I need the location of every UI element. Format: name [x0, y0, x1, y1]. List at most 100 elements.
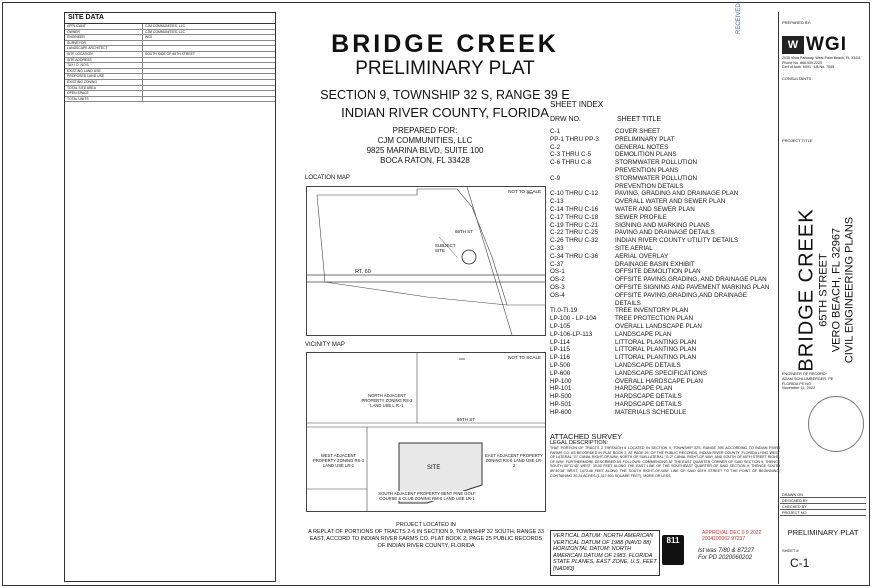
- sheet-index-drawing-no: OS-2: [550, 276, 565, 284]
- sheet-index-drawing-no: C-2: [550, 143, 561, 151]
- sheet-index-title: WATER AND SEWER PLAN: [615, 205, 695, 213]
- sheet-index-drawing-no: C-3 THRU C-5: [550, 151, 592, 159]
- sheet-index-drawing-no: LP-116: [550, 354, 570, 362]
- sheet-index-drawing-no: HP-600: [550, 408, 572, 416]
- sheet-index-drawing-no: C-22 THRU C-25: [550, 229, 599, 237]
- sheet-index-drawing-no: LP-115: [550, 346, 570, 354]
- sheet-index-title: COVER SHEET: [615, 128, 661, 135]
- engineer-name: ADAM SCHLUMBERGER, PE: [782, 376, 834, 381]
- vertical-city: VERO BEACH, FL 32967: [830, 227, 843, 353]
- sheet-index-title: TREE INVENTORY PLAN: [615, 307, 689, 315]
- site-data-key: OWNER: [65, 29, 143, 35]
- site-data-value: [143, 46, 275, 51]
- sheet-index-title: GENERAL NOTES: [615, 143, 669, 151]
- site-data-row: SURVEYOR: [65, 40, 275, 47]
- sheet-index-row: HP-100 OVERALL HARDSCAPE PLAN: [550, 378, 780, 386]
- engineer-label: ENGINEER OF RECORD:: [782, 372, 827, 376]
- sheet-index-row: C-2 GENERAL NOTES: [550, 144, 780, 152]
- sheet-index-title: OFFSITE PAVING,GRADING, AND DRAINAGE PLA…: [615, 276, 767, 284]
- project-location-label: PROJECT LOCATED IN: [396, 522, 456, 528]
- site-data-key: LANDSCAPE ARCHITECT: [65, 46, 143, 51]
- horizontal-datum: HORIZONTAL DATUM: NORTH AMERICAN DATUM O…: [553, 546, 657, 572]
- sheet-index-title: SITE AERIAL: [615, 244, 653, 252]
- approval-date: APPROVAL DEC 0 9 2022: [702, 530, 762, 536]
- sheet-index-drawing-no: LP-114: [550, 338, 570, 346]
- site-data-row: OPEN SPACE: [65, 91, 275, 97]
- site-data-value: [143, 97, 275, 102]
- vicinity-not-to-scale: NOT TO SCALE: [508, 355, 541, 360]
- sheet-index-drawing-no: C-17 THRU C-18: [550, 213, 599, 221]
- sheet-number-label: SHEET #: [782, 548, 799, 553]
- site-data-value: [143, 80, 275, 85]
- sheet-index-drawing-no: HP-100: [550, 377, 572, 385]
- sheet-index-row: C-17 THRU C-18 SEWER PROFILE: [550, 214, 780, 222]
- south-adjacent-label: SOUTH ADJACENT PROPERTY BENT PINE GOLF C…: [377, 491, 477, 501]
- sheet-index-title: LITTORAL PLANTING PLAN: [615, 346, 697, 354]
- handwritten-line1: Ist was 7/80 & 87227: [698, 548, 755, 554]
- sheet-index-title: AERIAL OVERLAY: [615, 252, 669, 260]
- title-block: BRIDGE CREEK PRELIMINARY PLAT SECTION 9,…: [300, 30, 590, 121]
- sheet-index-title: OVERALL HARDSCAPE PLAN: [615, 377, 703, 385]
- project-location: PROJECT LOCATED IN A REPLAT OF PORTIONS …: [306, 522, 546, 550]
- sheet-index-row: HP-500 HARDSCAPE DETAILS: [550, 393, 780, 401]
- site-data-row: TOTAL UNITS: [65, 96, 275, 103]
- engineer-seal: [808, 396, 864, 452]
- received-stamp: RECEIVED: [736, 3, 742, 34]
- site-data-value: WGI: [145, 35, 152, 40]
- site-data-value: SOUTH SIDE OF 65TH STREET: [145, 51, 195, 56]
- sheet-index-row: HP-501 HARDSCAPE DETAILS: [550, 401, 780, 409]
- sheet-index-title: HARDSCAPE DETAILS: [615, 393, 682, 401]
- site-data-key: SITE ADDRESS: [65, 57, 143, 63]
- sheet-index-drawing-no: HP-500: [550, 393, 572, 401]
- site-data-value: [143, 69, 275, 74]
- site-data-row: EXISTING LAND USE: [65, 68, 275, 75]
- sheet-index-row: LP-115 LITTORAL PLANTING PLAN: [550, 346, 780, 354]
- sheet-index-drawing-no: LP-106-LP-113: [550, 330, 593, 338]
- firm-license: Cert of Auth. 6091 · LB No. 7055: [782, 65, 835, 70]
- prepared-for-address1: 9825 MARINA BLVD, SUITE 100: [366, 146, 484, 155]
- sheet-index-title: SEWER PROFILE: [615, 213, 667, 221]
- site-data-key: TOTAL UNITS: [65, 96, 143, 102]
- vicinity-map: NOT TO SCALE 65TH ST SITE NORTH ADJACENT…: [306, 352, 546, 512]
- prepared-for-company: CJM COMMUNITIES, LLC: [377, 136, 473, 145]
- sheet-index-title: HARDSCAPE DETAILS: [615, 400, 682, 408]
- sheet-index-drawing-no: OS-4: [550, 291, 565, 299]
- designed-by: DESIGNED BY: [780, 498, 866, 504]
- sheet-index-title: HARDSCAPE PLAN: [615, 385, 673, 393]
- sheet-index-drawing-no: [550, 183, 615, 191]
- subject-site-label: SUBJECT SITE: [435, 243, 456, 253]
- sheet-index-drawing-no: HP-501: [550, 400, 572, 408]
- sheet-index-title: DEMOLITION PLANS: [615, 151, 677, 159]
- vicinity-site-label: SITE: [427, 465, 441, 471]
- vertical-plan-type: CIVIL ENGINEERING PLANS: [843, 216, 856, 364]
- sheet-index-title: LANDSCAPE PLAN: [615, 330, 672, 338]
- site-data-key: EXISTING ZONING: [65, 79, 143, 85]
- vicinity-65th-label: 65TH ST: [457, 417, 476, 422]
- project-location-text: A REPLAT OF PORTIONS OF TRACTS 2-6 IN SE…: [308, 529, 544, 549]
- north-adjacent-label: NORTH ADJACENT PROPERTY ZONING RS-3 LAND…: [361, 393, 413, 408]
- sheet-index-drawing-no: C-26 THRU C-32: [550, 237, 599, 245]
- west-adjacent-label: WEST ADJACENT PROPERTY ZONING RS-3 LAND …: [312, 453, 365, 468]
- sheet-index-drawing-no: LP-100 - LP-104: [550, 315, 597, 323]
- engineer-license: FLORIDA PE NO.: [782, 381, 813, 386]
- wgi-logo: W WGI: [782, 34, 847, 56]
- attached-survey: ATTACHED SURVEY: [550, 432, 623, 441]
- site-data-key: TAX I.D. NO'S: [65, 63, 143, 68]
- sheet-index-col-title: SHEET TITLE: [616, 116, 662, 123]
- site-data-key: ENGINEER: [65, 35, 143, 40]
- site-data-row: PROPOSED LAND USE: [65, 74, 275, 80]
- wgi-logo-mark: W: [782, 36, 804, 54]
- vertical-project-name: BRIDGE CREEK: [795, 208, 818, 372]
- county-line: INDIAN RIVER COUNTY, FLORIDA: [341, 105, 549, 120]
